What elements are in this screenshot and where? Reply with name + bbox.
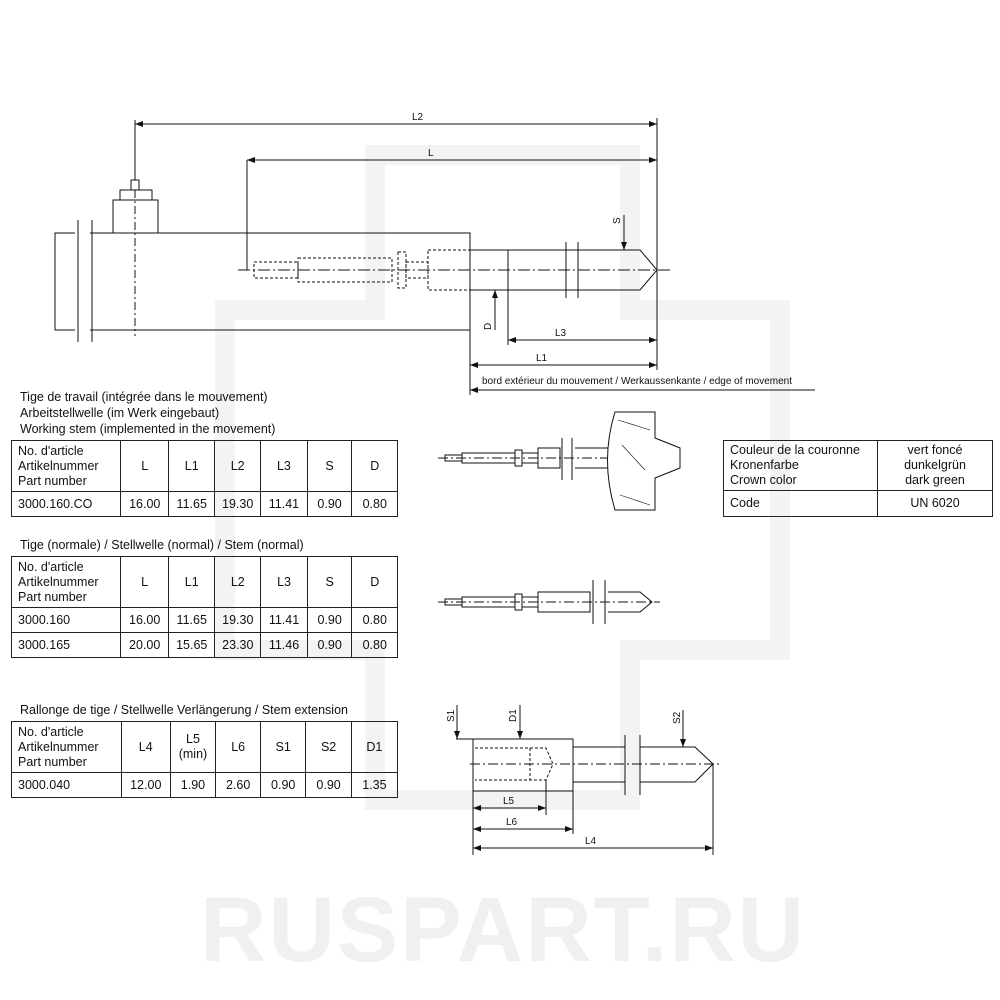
normal-stem-title: Tige (normale) / Stellwelle (normal) / S… — [20, 538, 304, 552]
table-cell: 0.90 — [306, 491, 353, 517]
crown-color-value: vert foncé dunkelgrün dark green — [877, 440, 993, 491]
table-cell: 0.90 — [305, 772, 352, 798]
title-de: Arbeitstellwelle (im Werk eingebaut) — [20, 406, 220, 420]
table-cell: 0.90 — [306, 632, 353, 658]
title-fr: Tige de travail (intégrée dans le mouvem… — [20, 390, 268, 404]
table-cell: 16.00 — [120, 607, 170, 633]
column-header: S — [306, 440, 353, 492]
working-stem-shape — [238, 242, 672, 298]
table-cell: 12.00 — [120, 772, 171, 798]
table-cell: 0.80 — [351, 607, 398, 633]
crown-color-label: Couleur de la couronne Kronenfarbe Crown… — [723, 440, 878, 491]
table-cell: 23.30 — [214, 632, 262, 658]
dim-label-L1: L1 — [536, 353, 548, 364]
column-header: L — [120, 556, 170, 608]
code-label: Code — [723, 490, 878, 517]
table-cell: 11.46 — [260, 632, 308, 658]
crown-stem-drawing — [438, 411, 681, 511]
column-header: L2 — [214, 556, 262, 608]
column-header: D — [351, 556, 398, 608]
table-cell: 11.41 — [260, 607, 308, 633]
movement-section — [54, 120, 471, 342]
working-stem-title: Tige de travail (intégrée dans le mouvem… — [20, 389, 275, 437]
dim-label-D: D — [483, 323, 494, 330]
column-header: D1 — [350, 721, 399, 773]
dim-label-L2: L2 — [412, 112, 424, 123]
column-header: L5 (min) — [169, 721, 217, 773]
column-header: No. d'article Artikelnummer Part number — [10, 440, 122, 492]
normal-stem-drawing — [438, 580, 660, 624]
part-number-cell: 3000.040 — [11, 772, 122, 798]
column-header: L1 — [168, 556, 216, 608]
column-header: L6 — [215, 721, 261, 773]
edge-of-movement-label: bord extérieur du mouvement / Werkaussen… — [482, 376, 792, 387]
table-cell: 11.65 — [168, 491, 216, 517]
column-header: No. d'article Artikelnummer Part number — [10, 556, 122, 608]
dim-label-D1: D1 — [508, 709, 519, 722]
extension-drawing — [454, 705, 720, 855]
dim-label-L: L — [428, 148, 434, 159]
table-cell: 0.90 — [259, 772, 307, 798]
table-cell: 0.80 — [351, 491, 398, 517]
table-cell: 1.90 — [169, 772, 217, 798]
watermark: RUSPART.RU — [200, 879, 807, 981]
dim-label-S1: S1 — [446, 709, 457, 722]
dimension-lines — [135, 118, 815, 395]
part-number-cell: 3000.160 — [10, 607, 122, 633]
column-header: L — [120, 440, 170, 492]
table-cell: 16.00 — [120, 491, 170, 517]
dim-label-L5: L5 — [503, 796, 515, 807]
dim-label-L4: L4 — [585, 836, 597, 847]
column-header: S — [306, 556, 353, 608]
column-header: L2 — [214, 440, 262, 492]
crown-color-table: Couleur de la couronne Kronenfarbe Crown… — [723, 440, 993, 517]
column-header: No. d'article Artikelnummer Part number — [11, 721, 122, 773]
column-header: S2 — [305, 721, 352, 773]
column-header: L3 — [260, 440, 308, 492]
part-number-cell: 3000.165 — [10, 632, 122, 658]
code-value: UN 6020 — [877, 490, 993, 517]
table-cell: 20.00 — [120, 632, 170, 658]
table-cell: 2.60 — [215, 772, 261, 798]
dim-label-S: S — [612, 217, 623, 224]
dim-label-S2: S2 — [672, 711, 683, 724]
table-cell: 11.41 — [260, 491, 308, 517]
column-header: S1 — [259, 721, 307, 773]
column-header: D — [351, 440, 398, 492]
title-en: Working stem (implemented in the movemen… — [20, 422, 276, 436]
table-cell: 15.65 — [168, 632, 216, 658]
table-cell: 19.30 — [214, 491, 262, 517]
table-cell: 0.90 — [306, 607, 353, 633]
table-cell: 0.80 — [351, 632, 398, 658]
column-header: L1 — [168, 440, 216, 492]
dim-label-L6: L6 — [506, 817, 518, 828]
table-cell: 1.35 — [350, 772, 399, 798]
dim-label-L3: L3 — [555, 328, 567, 339]
part-number-cell: 3000.160.CO — [10, 491, 122, 517]
column-header: L4 — [120, 721, 171, 773]
column-header: L3 — [260, 556, 308, 608]
extension-title: Rallonge de tige / Stellwelle Verlängeru… — [20, 703, 348, 717]
table-cell: 11.65 — [168, 607, 216, 633]
table-cell: 19.30 — [214, 607, 262, 633]
